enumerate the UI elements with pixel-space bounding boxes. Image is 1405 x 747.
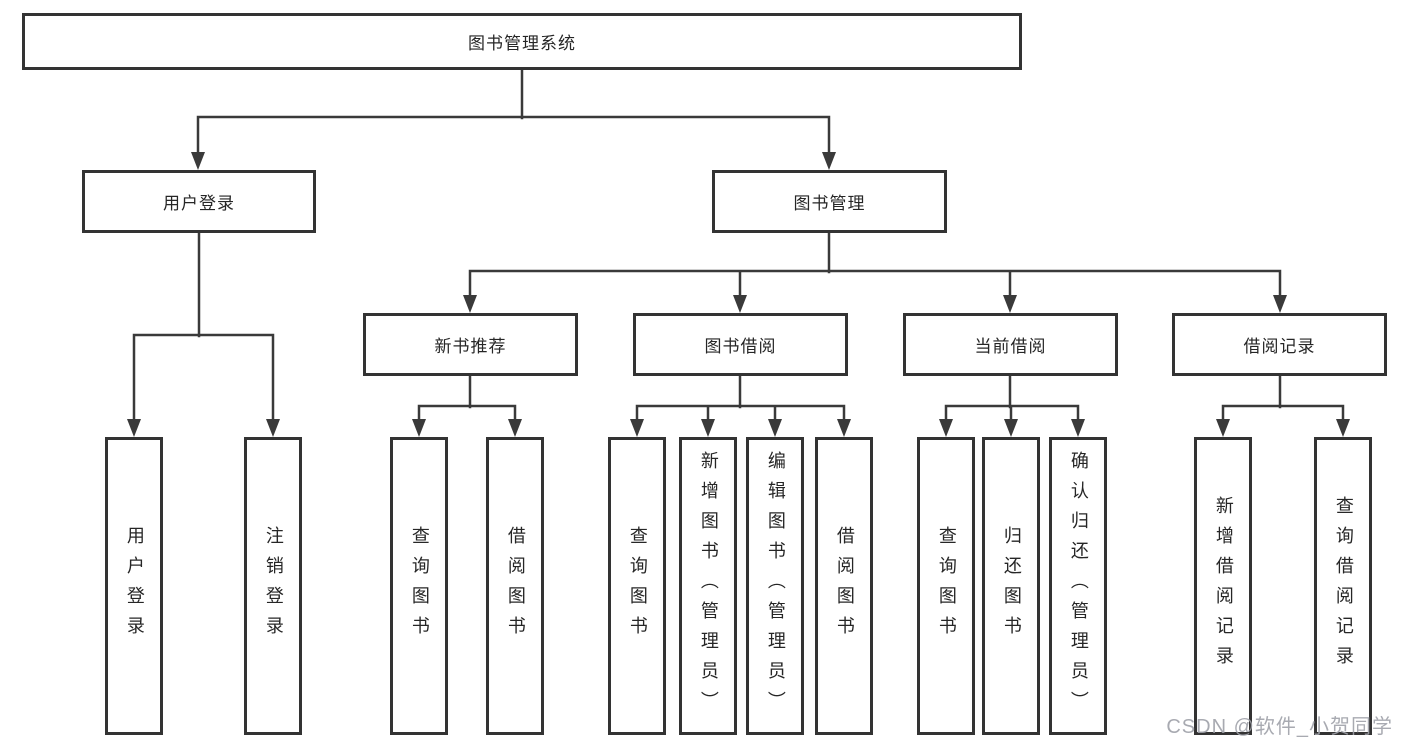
connector-path bbox=[132, 68, 1345, 427]
leaf-user-login: 用户登录 bbox=[105, 437, 163, 735]
leaf-borrow-books-borrowing: 借阅图书 bbox=[815, 437, 873, 735]
node-book-borrowing: 图书借阅 bbox=[633, 313, 848, 376]
leaf-query-borrow-record: 查询借阅记录 bbox=[1314, 437, 1372, 735]
leaf-add-book-admin: 新增图书（管理员） bbox=[679, 437, 737, 735]
leaf-logout: 注销登录 bbox=[244, 437, 302, 735]
node-library-management-system: 图书管理系统 bbox=[22, 13, 1022, 70]
csdn-watermark: CSDN @软件_小贺同学 bbox=[1166, 716, 1393, 738]
node-book-management: 图书管理 bbox=[712, 170, 947, 233]
leaf-borrow-books-recommend: 借阅图书 bbox=[486, 437, 544, 735]
node-current-borrowing: 当前借阅 bbox=[903, 313, 1118, 376]
leaf-add-borrow-record: 新增借阅记录 bbox=[1194, 437, 1252, 735]
leaf-query-books-current: 查询图书 bbox=[917, 437, 975, 735]
leaf-query-books-recommend: 查询图书 bbox=[390, 437, 448, 735]
leaf-return-books: 归还图书 bbox=[982, 437, 1040, 735]
leaf-confirm-return-admin: 确认归还（管理员） bbox=[1049, 437, 1107, 735]
leaf-query-books-borrowing: 查询图书 bbox=[608, 437, 666, 735]
leaf-edit-book-admin: 编辑图书（管理员） bbox=[746, 437, 804, 735]
node-borrowing-records: 借阅记录 bbox=[1172, 313, 1387, 376]
node-new-book-recommendation: 新书推荐 bbox=[363, 313, 578, 376]
node-user-login: 用户登录 bbox=[82, 170, 316, 233]
